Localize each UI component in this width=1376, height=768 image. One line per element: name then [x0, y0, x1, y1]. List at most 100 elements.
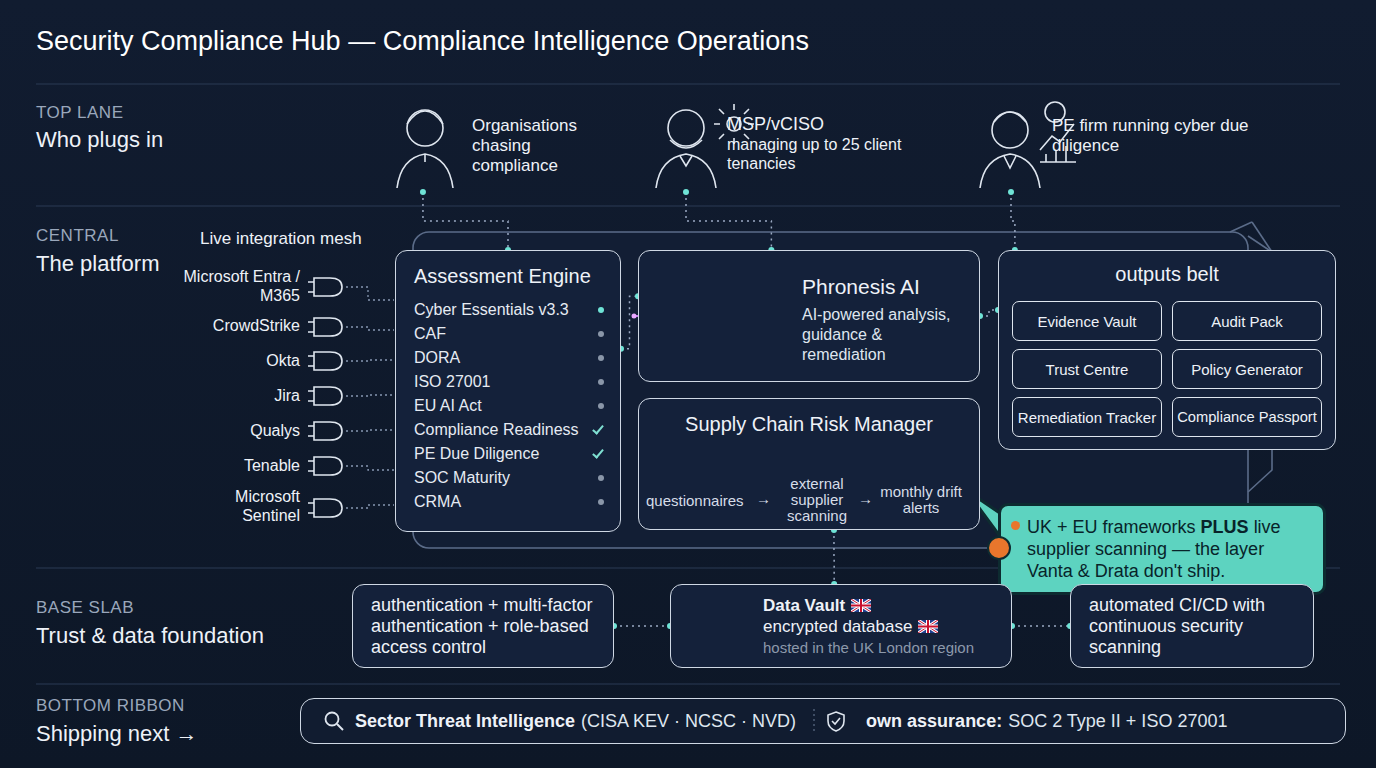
framework-name: Compliance Readiness	[414, 421, 579, 439]
flow-step: questionnaires	[646, 492, 756, 509]
chip-node: Evidence Vault	[1012, 301, 1162, 341]
box-heading: outputs belt	[1009, 263, 1325, 286]
chip-node: Policy Generator	[1172, 349, 1322, 389]
belt-node: outputs beltEvidence Vault Audit PackTrus…	[998, 250, 1336, 450]
lane-tag: BASE SLAB	[36, 598, 236, 618]
chip-node: Trust Centre	[1012, 349, 1162, 389]
framework-name: CAF	[414, 325, 446, 343]
vault-line: hosted in the UK London region	[763, 637, 999, 658]
box-heading: Data Vault	[763, 596, 845, 615]
lane-tag: BOTTOM RIBBON	[36, 696, 256, 716]
callout-node: UK + EU frameworksPLUSlive supplier scan…	[998, 503, 1326, 595]
framework-row: Compliance Readiness	[414, 418, 604, 442]
dotted-connector	[686, 192, 771, 250]
group-label: Live integration mesh	[200, 229, 400, 249]
lane-title: Who plugs in	[36, 127, 336, 153]
lane-title: Shipping next →	[36, 721, 286, 747]
check-mark	[592, 422, 604, 434]
chip-node: Remediation Tracker	[1012, 397, 1162, 437]
framework-row: CAF	[414, 322, 604, 346]
status-dot	[598, 307, 604, 313]
persona-node: Organisations chasing compliance	[395, 100, 610, 192]
framework-name: SOC Maturity	[414, 469, 510, 487]
framework-row: ISO 27001	[414, 370, 604, 394]
callout-text: UK + EU frameworks	[1027, 517, 1196, 537]
framework-name: ISO 27001	[414, 373, 491, 391]
dotted-connector	[1011, 192, 1015, 250]
engine-node: Assessment EngineCyber Essentials v3.3CA…	[395, 250, 621, 532]
flow-arrow: →	[756, 490, 776, 507]
ribbon-text: (CISA KEV · NCSC · NVD)	[581, 711, 796, 732]
ribbon-text: Sector Threat Intelligence	[355, 711, 575, 732]
framework-row: CRMA	[414, 490, 604, 514]
connector-dot	[1008, 189, 1014, 195]
ribbon-node: Sector Threat Intelligence (CISA KEV · NC…	[300, 698, 1346, 744]
search-icon	[323, 710, 345, 732]
foundation-text: authentication + multi-factor authentica…	[371, 595, 595, 658]
integration-name: Microsoft Entra / M365	[170, 267, 300, 305]
ribbon-text: SOC 2 Type II + ISO 27001	[1008, 711, 1227, 732]
framework-row: SOC Maturity	[414, 466, 604, 490]
box-heading: Supply Chain Risk Manager	[649, 413, 969, 436]
diagram-title: Security Compliance Hub — Compliance Int…	[36, 26, 809, 57]
status-dot	[598, 499, 604, 505]
lane-title: Trust & data foundation	[36, 623, 336, 649]
connector-dot	[683, 189, 689, 195]
connector-dot	[420, 189, 426, 195]
flow-arrow: →	[858, 490, 878, 507]
output-name: Compliance Passport	[1177, 409, 1317, 425]
callout-dot	[987, 536, 1011, 560]
framework-row: DORA	[414, 346, 604, 370]
output-name: Trust Centre	[1046, 361, 1129, 378]
uk-flag	[918, 620, 938, 633]
lane-tag: TOP LANE	[36, 103, 236, 123]
status-dot	[598, 475, 604, 481]
dotted-connector	[1012, 625, 1070, 627]
integration-name: CrowdStrike	[160, 317, 300, 335]
flow-step: monthly drift alerts	[876, 484, 966, 516]
flow-step: external supplier scanning	[774, 476, 860, 524]
integration-name: Qualys	[160, 422, 300, 440]
callout-text: PLUS	[1201, 517, 1249, 537]
base-node: automated CI/CD with continuous security…	[1070, 584, 1314, 668]
framework-name: CRMA	[414, 493, 461, 511]
framework-name: EU AI Act	[414, 397, 482, 415]
box-heading: Assessment Engine	[414, 265, 604, 288]
check-mark	[592, 446, 604, 458]
ai-node: Phronesis AI AI-powered analysis, guidanc…	[638, 250, 980, 382]
foundation-text: automated CI/CD with continuous security…	[1089, 595, 1295, 658]
persona-title: MSP/vCISO	[727, 114, 950, 135]
dotted-connector	[614, 625, 670, 627]
persona-node: PE firm running cyber due diligence	[975, 100, 1275, 192]
framework-name: PE Due Diligence	[414, 445, 539, 463]
box-body: hosted in the UK London region	[763, 639, 974, 656]
framework-name: Cyber Essentials v3.3	[414, 301, 569, 319]
chip-node: Compliance Passport	[1172, 397, 1322, 437]
vault-node: Data Vaultencrypted database hosted in th…	[670, 584, 1012, 668]
vault-line: Data Vault	[763, 595, 999, 616]
divider	[796, 707, 856, 735]
status-dot	[598, 355, 604, 361]
status-dot	[598, 379, 604, 385]
output-name: Evidence Vault	[1038, 313, 1137, 330]
framework-name: DORA	[414, 349, 460, 367]
callout-bullet	[1011, 521, 1020, 530]
dotted-connector	[833, 530, 835, 584]
integration-name: Microsoft Sentinel	[190, 487, 300, 525]
persona-node: MSP/vCISOmanaging up to 25 client tenanc…	[650, 100, 950, 192]
persona-title: Organisations chasing compliance	[472, 116, 610, 176]
vault-line: encrypted database	[763, 616, 999, 637]
integration-name: Tenable	[160, 457, 300, 475]
uk-flag	[851, 599, 871, 612]
framework-row: EU AI Act	[414, 394, 604, 418]
status-dot	[598, 331, 604, 337]
chip-node: Audit Pack	[1172, 301, 1322, 341]
box-body: AI-powered analysis, guidance & remediat…	[802, 305, 965, 365]
dotted-connector	[423, 192, 508, 250]
output-name: Remediation Tracker	[1018, 409, 1156, 426]
dotted-connector	[621, 296, 638, 349]
integration-name: Okta	[160, 352, 300, 370]
output-name: Policy Generator	[1191, 361, 1303, 378]
box-heading: Phronesis AI	[802, 275, 965, 299]
